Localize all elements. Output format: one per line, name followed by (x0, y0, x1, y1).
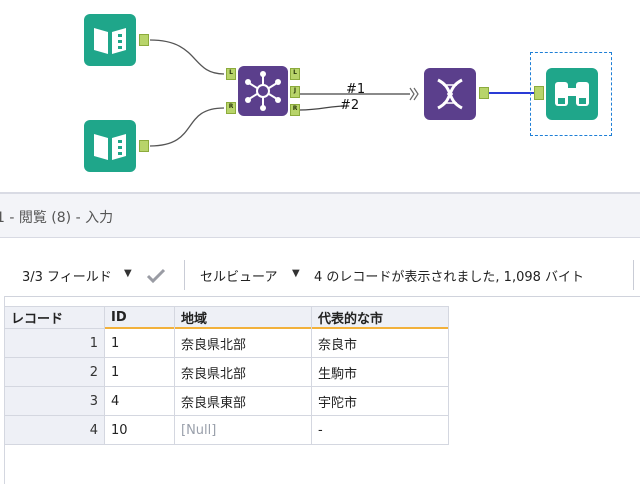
dna-output-anchor[interactable] (479, 87, 489, 99)
checkmark-icon[interactable] (146, 268, 166, 284)
join-left-input-anchor[interactable]: L (226, 68, 236, 80)
join-icon (245, 71, 281, 111)
row-number: 1 (4, 328, 105, 358)
cell-city[interactable]: 奈良市 (311, 328, 449, 358)
input-data-tool-1[interactable] (84, 14, 136, 66)
input1-output-anchor[interactable] (139, 34, 149, 46)
grid-header-row: レコード ID 地域 代表的な市 (4, 306, 449, 330)
cell-viewer-caret-icon[interactable]: ▼ (292, 268, 300, 279)
book-icon (94, 28, 126, 54)
cell-id[interactable]: 10 (104, 415, 175, 445)
cell-city[interactable]: - (311, 415, 449, 445)
record-status-text: 4 のレコードが表示されました, 1,098 バイト (314, 270, 585, 285)
connection-label-1: #1 (346, 82, 366, 97)
dna-tool[interactable] (424, 68, 476, 120)
column-header-city[interactable]: 代表的な市 (311, 306, 449, 330)
join-output-j-anchor[interactable]: J (290, 86, 300, 98)
browse-input-anchor[interactable] (534, 86, 544, 100)
cell-city[interactable]: 生駒市 (311, 357, 449, 387)
column-header-record[interactable]: レコード (4, 306, 105, 329)
table-row[interactable]: 1 1 奈良県北部 奈良市 (4, 328, 449, 358)
cell-region[interactable]: 奈良県東部 (174, 386, 312, 416)
row-number: 4 (4, 415, 105, 445)
connection-lines (149, 39, 534, 147)
browse-tool-selection (530, 52, 612, 136)
results-grid: レコード ID 地域 代表的な市 1 1 奈良県北部 奈良市 2 1 奈良県北部… (4, 306, 449, 445)
column-header-region[interactable]: 地域 (174, 306, 312, 330)
table-row[interactable]: 2 1 奈良県北部 生駒市 (4, 357, 449, 387)
join-tool[interactable] (238, 66, 288, 116)
panel-divider[interactable] (0, 192, 640, 194)
cell-region[interactable]: [Null] (174, 415, 312, 445)
results-panel-title: 1 - 閲覧 (8) - 入力 (0, 210, 114, 226)
join-output-l-anchor[interactable]: L (290, 68, 300, 80)
row-number: 3 (4, 386, 105, 416)
cell-region[interactable]: 奈良県北部 (174, 357, 312, 387)
connection-label-2: #2 (340, 98, 360, 113)
toolbar-divider (184, 260, 185, 290)
cell-viewer-button[interactable]: セルビューア (200, 270, 278, 285)
cell-city[interactable]: 宇陀市 (311, 386, 449, 416)
input-data-tool-2[interactable] (84, 120, 136, 172)
browse-tool[interactable] (546, 68, 598, 120)
join-output-r-anchor[interactable]: R (290, 104, 300, 116)
cell-region[interactable]: 奈良県北部 (174, 328, 312, 358)
join-right-input-anchor[interactable]: R (226, 102, 236, 114)
field-selector-caret-icon[interactable]: ▼ (124, 268, 132, 279)
results-panel-header: 1 - 閲覧 (8) - 入力 (0, 194, 640, 238)
cell-id[interactable]: 4 (104, 386, 175, 416)
input2-output-anchor[interactable] (139, 140, 149, 152)
column-header-id[interactable]: ID (104, 306, 175, 330)
workflow-canvas[interactable]: L R L J R #1 #2 (0, 0, 640, 192)
binoculars-icon (555, 82, 589, 106)
field-selector-button[interactable]: 3/3 フィールド (22, 270, 112, 285)
book-icon (94, 134, 126, 160)
table-row[interactable]: 3 4 奈良県東部 宇陀市 (4, 386, 449, 416)
cell-id[interactable]: 1 (104, 357, 175, 387)
toolbar-bottom-border (0, 296, 640, 297)
toolbar-divider (633, 260, 634, 290)
table-row[interactable]: 4 10 [Null] - (4, 415, 449, 445)
results-toolbar: 3/3 フィールド ▼ セルビューア ▼ 4 のレコードが表示されました, 1,… (0, 252, 640, 298)
cell-id[interactable]: 1 (104, 328, 175, 358)
dna-icon (437, 78, 463, 110)
row-number: 2 (4, 357, 105, 387)
